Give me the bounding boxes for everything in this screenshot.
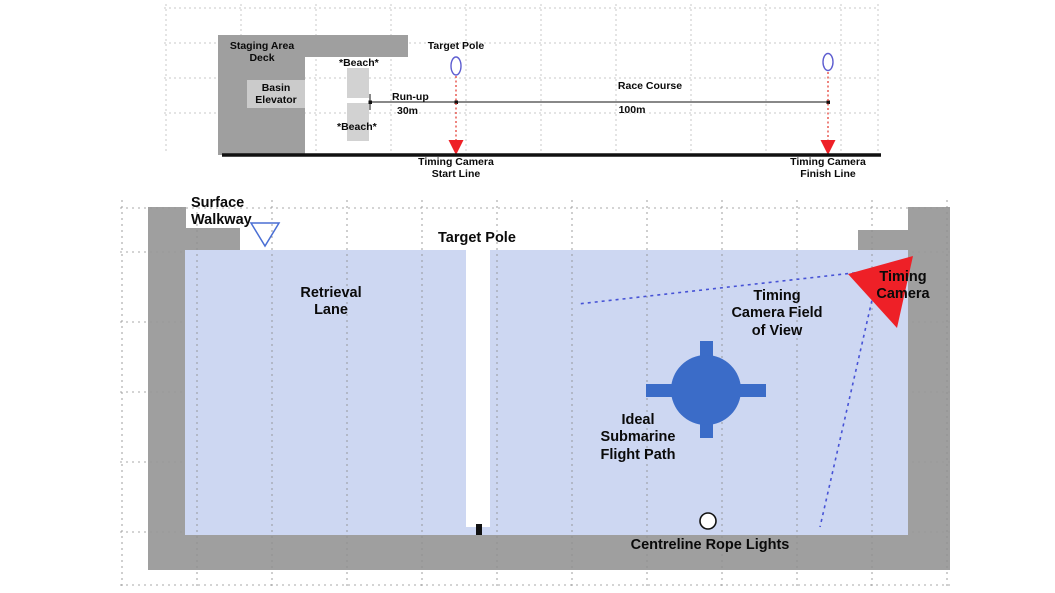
plan-view: [120, 200, 950, 590]
finish-pole-icon: [822, 52, 834, 72]
target-pole-base-mark: [476, 524, 482, 535]
plan-grid-vertical: [121, 200, 948, 590]
basin-elevator-shape: [247, 80, 305, 108]
bottom-wall-shape: [148, 535, 950, 570]
race-course-distance-label: 100m: [618, 104, 646, 116]
timing-camera-finish-label: Timing Camera Finish Line: [790, 156, 866, 181]
start-camera-marker-icon: [448, 140, 464, 155]
rope-light-icon: [699, 512, 717, 530]
timing-camera-icon: [848, 256, 913, 328]
beach-step-upper-shape: [347, 68, 369, 98]
timing-camera-start-label: Timing Camera Start Line: [418, 156, 494, 181]
submarine-icon: [646, 341, 766, 438]
camera-fov-rays: [577, 271, 876, 528]
target-pole-icon: [450, 56, 462, 76]
surface-walkway-label: Surface Walkway: [191, 195, 252, 229]
side-view: [164, 4, 881, 157]
right-wall-shape: [908, 207, 950, 570]
run-up-label: Run-up: [392, 91, 429, 103]
walkway-right-shape: [858, 230, 908, 250]
finishline-dot: [826, 100, 830, 104]
left-wall-shape: [148, 207, 186, 570]
water-level-icon: [249, 222, 281, 248]
camera-fov-label: Timing Camera Field of View: [731, 288, 823, 339]
side-view-grid: [164, 4, 879, 153]
startline-dot: [454, 100, 458, 104]
beach-upper-label: *Beach*: [339, 57, 379, 69]
run-up-distance-label: 30m: [397, 105, 419, 117]
target-pole-label-side: Target Pole: [427, 40, 485, 52]
walkway-left-shape: [185, 228, 240, 250]
staging-area-label: Staging Area Deck: [229, 40, 295, 65]
target-pole-lane: [466, 250, 490, 527]
target-pole-label-plan: Target Pole: [438, 230, 516, 246]
basin-elevator-label: Basin Elevator: [255, 82, 297, 107]
beach-lower-label: *Beach*: [337, 121, 377, 133]
runup-start-dot: [368, 100, 372, 104]
course-line: [369, 94, 828, 110]
water-area: [185, 250, 908, 535]
finish-camera-marker-icon: [820, 140, 836, 155]
basin-walls: [148, 207, 950, 570]
beach-step-lower-shape: [347, 103, 369, 141]
race-course-label: Race Course: [617, 80, 683, 92]
retrieval-lane-label: Retrieval Lane: [300, 285, 362, 319]
rope-lights-label: Centreline Rope Lights: [630, 537, 790, 553]
timing-camera-label: Timing Camera: [876, 269, 930, 303]
flight-path-label: Ideal Submarine Flight Path: [600, 412, 676, 463]
deck-top-shape: [305, 35, 408, 57]
